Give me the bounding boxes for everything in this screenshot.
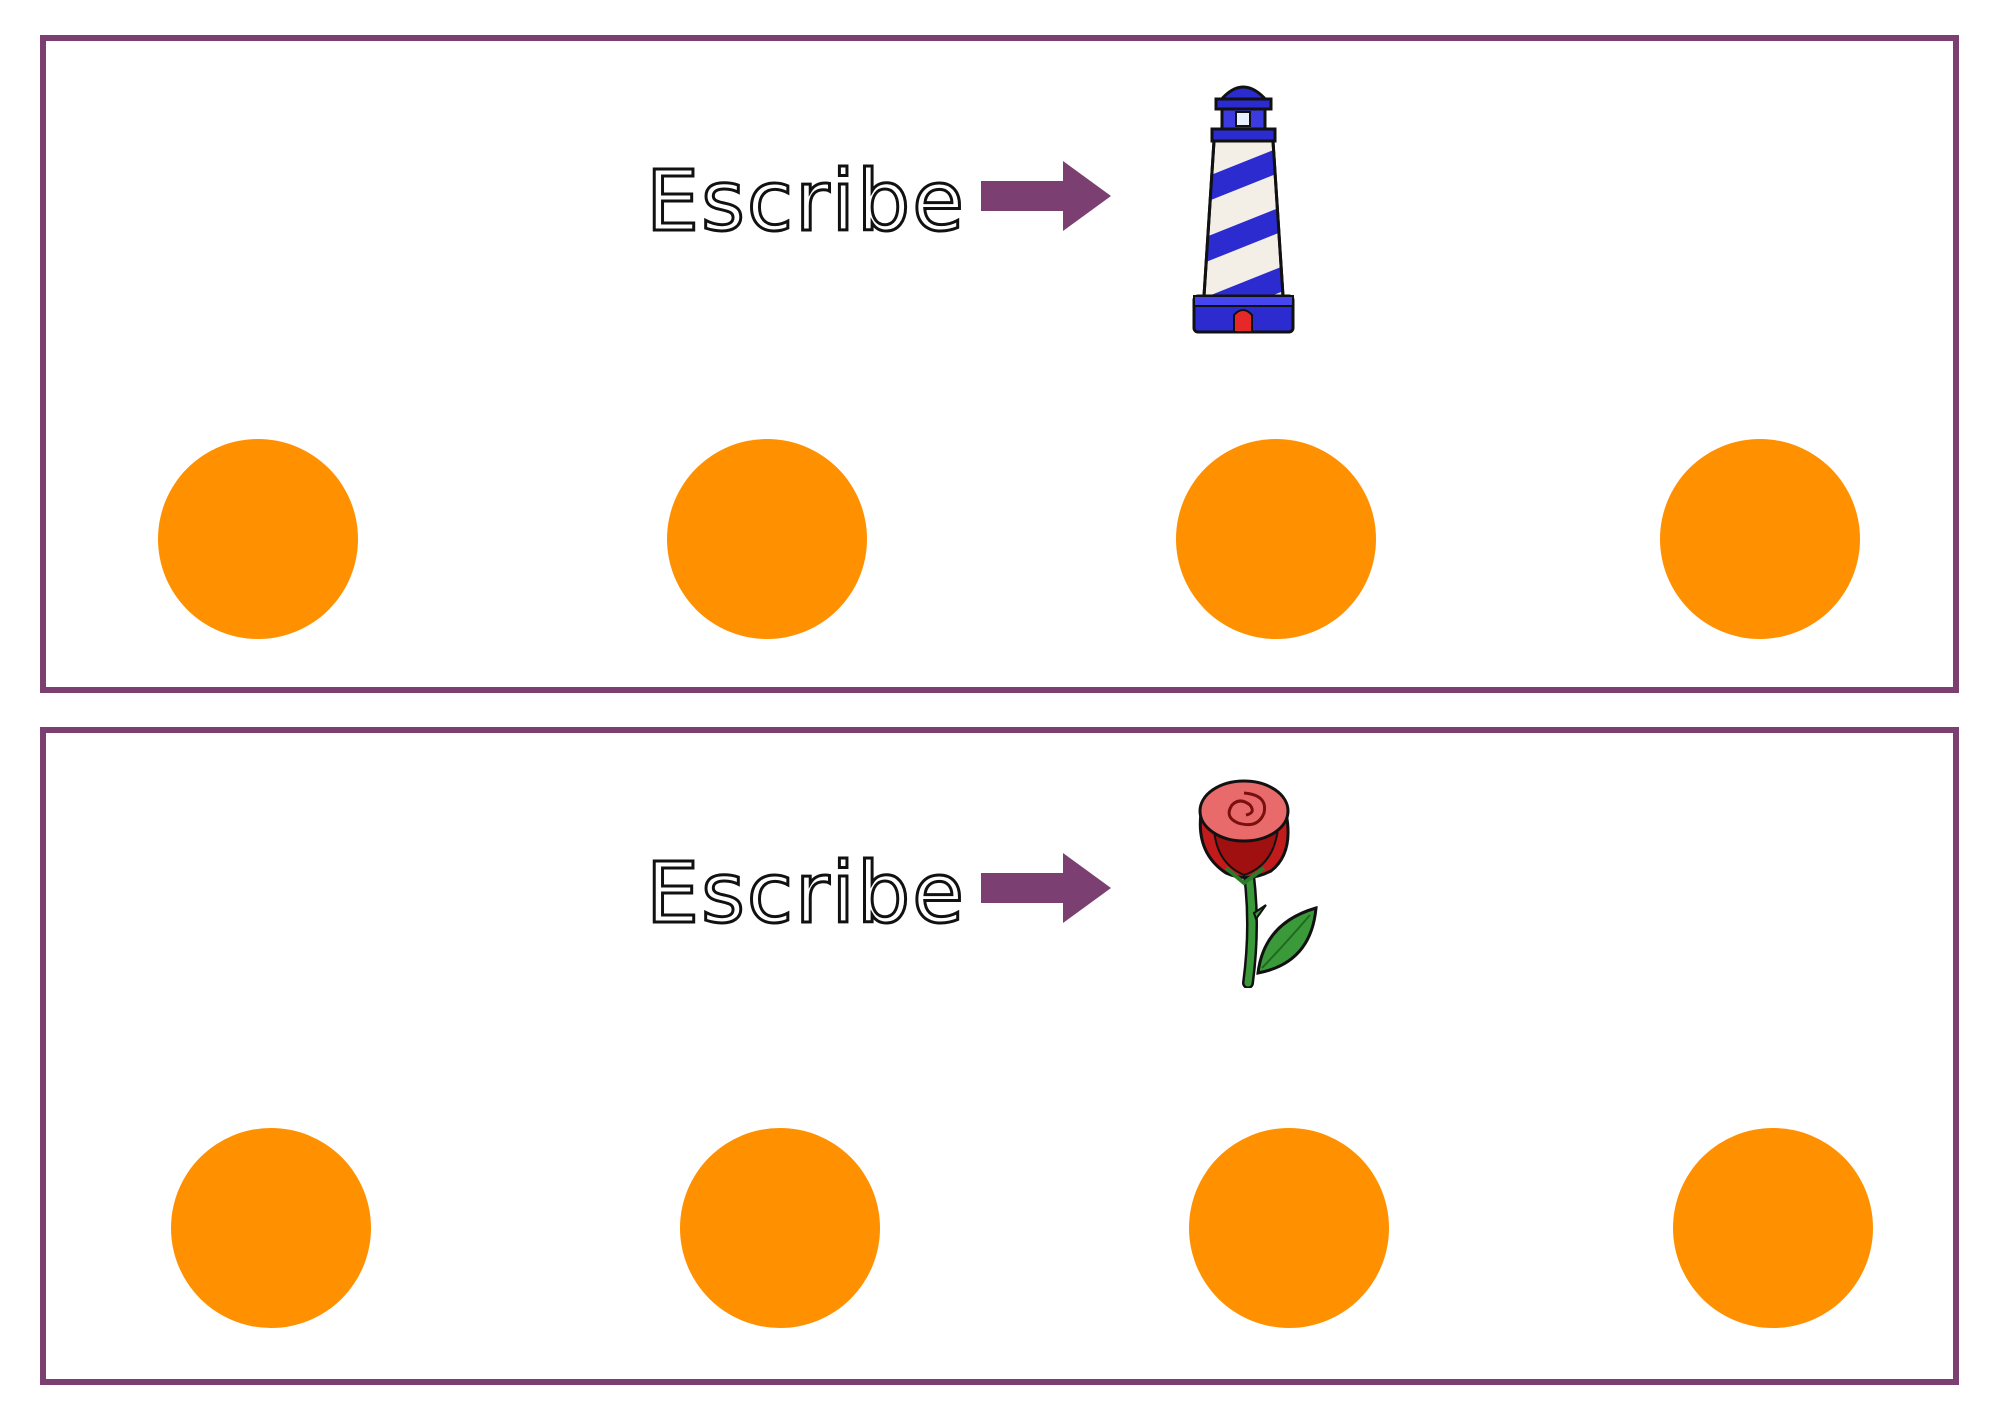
rose-icon: [1198, 779, 1318, 988]
right-arrow-icon: [981, 161, 1111, 231]
letter-slot[interactable]: [1660, 439, 1860, 639]
word-card-lighthouse: Escribe: [40, 35, 1959, 693]
letter-slot[interactable]: [680, 1128, 880, 1328]
letter-slot[interactable]: [1673, 1128, 1873, 1328]
right-arrow-icon: [981, 853, 1111, 923]
letter-slot[interactable]: [1189, 1128, 1389, 1328]
instruction-label: Escribe: [645, 152, 966, 250]
letter-slot[interactable]: [667, 439, 867, 639]
letter-slots: [46, 41, 1953, 687]
letter-slots: [46, 733, 1953, 1379]
lighthouse-icon: [1192, 85, 1295, 334]
letter-slot[interactable]: [158, 439, 358, 639]
instruction-label: Escribe: [645, 844, 966, 942]
word-card-rose: Escribe: [40, 727, 1959, 1385]
letter-slot[interactable]: [171, 1128, 371, 1328]
letter-slot[interactable]: [1176, 439, 1376, 639]
